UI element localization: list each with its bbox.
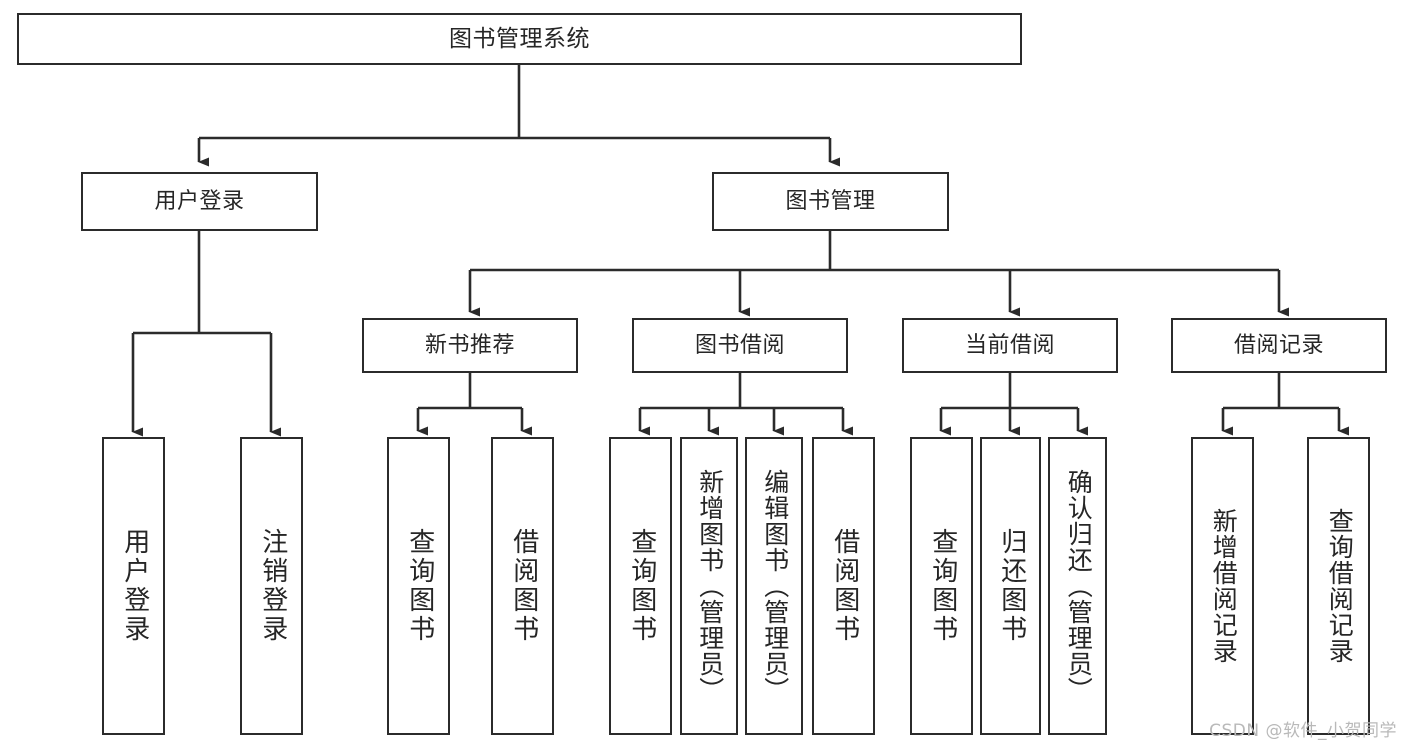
leaf-query-book-current[interactable]: 查询图书	[910, 437, 973, 735]
node-label: 查询图书	[404, 528, 435, 644]
node-label: 当前借阅	[964, 332, 1055, 358]
node-label: 归还图书	[996, 528, 1027, 644]
node-user-login[interactable]: 用户登录	[81, 172, 318, 231]
leaf-return-book[interactable]: 归还图书	[980, 437, 1041, 735]
leaf-query-borrow-record[interactable]: 查询借阅记录	[1307, 437, 1370, 735]
node-label: 查询借阅记录	[1325, 508, 1355, 664]
node-label: 借阅图书	[829, 528, 860, 644]
node-label: 借阅图书	[508, 528, 539, 644]
node-label: 查询图书	[927, 528, 958, 644]
leaf-borrow-book[interactable]: 借阅图书	[812, 437, 875, 735]
node-label: 编辑图书（管理员）	[760, 469, 790, 703]
leaf-edit-book-admin[interactable]: 编辑图书（管理员）	[745, 437, 803, 735]
node-label: 图书管理系统	[449, 25, 590, 52]
node-label: 图书借阅	[694, 332, 785, 358]
node-label: 新增图书（管理员）	[695, 469, 725, 703]
node-label: 用户登录	[154, 188, 245, 214]
node-borrow-record[interactable]: 借阅记录	[1171, 318, 1387, 373]
node-root-book-management-system[interactable]: 图书管理系统	[17, 13, 1022, 65]
leaf-query-book-recommend[interactable]: 查询图书	[387, 437, 450, 735]
leaf-query-book-borrow[interactable]: 查询图书	[609, 437, 672, 735]
node-new-book-recommend[interactable]: 新书推荐	[362, 318, 578, 373]
leaf-confirm-return-admin[interactable]: 确认归还（管理员）	[1048, 437, 1107, 735]
leaf-user-login[interactable]: 用户登录	[102, 437, 165, 735]
node-label: 借阅记录	[1233, 332, 1324, 358]
node-label: 注销登录	[257, 528, 288, 644]
leaf-add-book-admin[interactable]: 新增图书（管理员）	[680, 437, 738, 735]
node-label: 确认归还（管理员）	[1064, 469, 1094, 703]
leaf-logout[interactable]: 注销登录	[240, 437, 303, 735]
leaf-add-borrow-record[interactable]: 新增借阅记录	[1191, 437, 1254, 735]
node-label: 新书推荐	[424, 332, 515, 358]
node-label: 新增借阅记录	[1209, 508, 1239, 664]
node-current-borrow[interactable]: 当前借阅	[902, 318, 1118, 373]
node-book-management[interactable]: 图书管理	[712, 172, 949, 231]
leaf-borrow-book-recommend[interactable]: 借阅图书	[491, 437, 554, 735]
watermark-csdn: CSDN @软件_小贺同学	[1209, 721, 1397, 741]
node-label: 查询图书	[626, 528, 657, 644]
node-label: 用户登录	[119, 528, 150, 644]
node-book-borrow[interactable]: 图书借阅	[632, 318, 848, 373]
node-label: 图书管理	[785, 188, 876, 214]
